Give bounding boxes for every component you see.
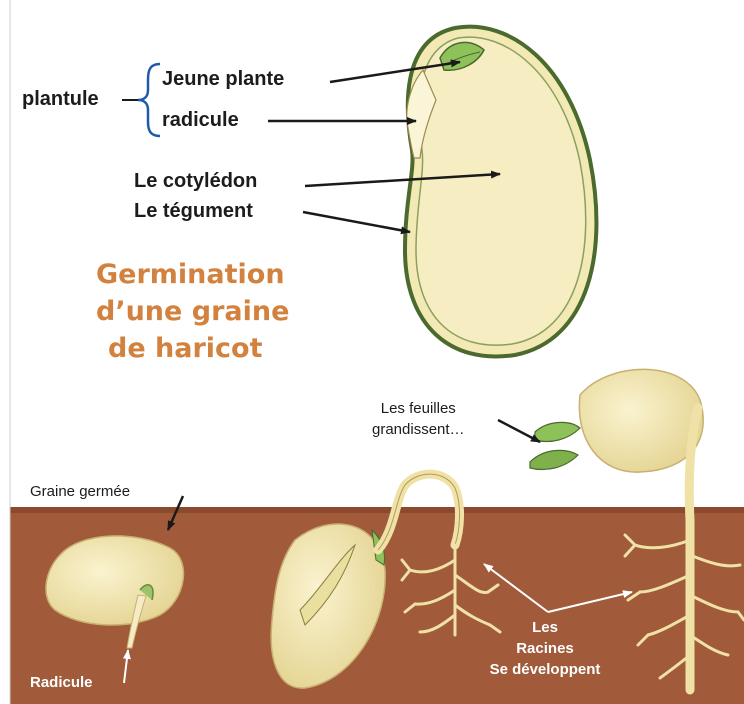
label-cotyledon: Le cotylédon xyxy=(134,170,257,193)
title-line-3: de haricot xyxy=(96,330,289,367)
title-line-2: d’une graine xyxy=(96,293,289,330)
label-feuilles: Les feuilles grandissent… xyxy=(372,398,465,440)
arrow-tegument xyxy=(303,212,410,232)
arrow-feuilles xyxy=(498,420,540,442)
label-racines-line-1: Les xyxy=(470,617,620,638)
seed-cross-section xyxy=(405,27,596,357)
growing-leaves xyxy=(535,422,580,441)
label-feuilles-line-2: grandissent… xyxy=(372,419,465,440)
plantule-bracket xyxy=(138,64,160,136)
label-jeune-plante: Jeune plante xyxy=(162,68,284,91)
label-racines: Les Racines Se développent xyxy=(470,617,620,680)
label-racines-line-3: Se développent xyxy=(470,659,620,680)
title-line-1: Germination xyxy=(96,256,289,293)
label-plantule: plantule xyxy=(22,88,99,111)
label-racines-line-2: Racines xyxy=(470,638,620,659)
label-graine-germee: Graine germée xyxy=(30,481,130,502)
label-feuilles-line-1: Les feuilles xyxy=(372,398,465,419)
label-radicule: radicule xyxy=(162,109,239,132)
diagram-title: Germination d’une graine de haricot xyxy=(96,256,289,367)
soil-shade xyxy=(10,507,744,513)
label-radicule-small: Radicule xyxy=(30,672,93,693)
label-tegument: Le tégument xyxy=(134,200,253,223)
